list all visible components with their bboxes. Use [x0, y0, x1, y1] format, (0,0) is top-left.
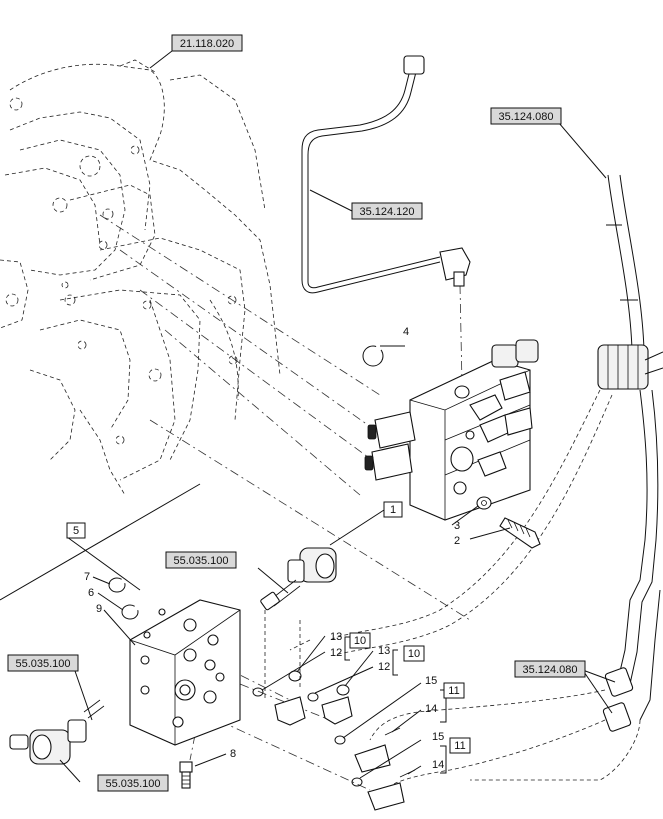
harness-connector-top [403, 55, 425, 75]
o-ring-item-12a [288, 670, 302, 682]
o-ring-item-15b [351, 777, 363, 787]
ref-21-118-020: 21.118.020 [171, 34, 243, 52]
svg-text:11: 11 [448, 685, 459, 697]
callout-item-2: 2 [454, 535, 460, 547]
svg-text:35.124.120: 35.124.120 [359, 206, 414, 218]
callout-item-12b: 12 [378, 661, 390, 673]
svg-text:10: 10 [354, 635, 366, 647]
boxed-item-1: 1 [383, 501, 403, 518]
svg-text:11: 11 [454, 740, 465, 752]
callout-item-3: 3 [454, 520, 460, 532]
o-ring-item-13b [307, 692, 319, 702]
callout-item-13a: 13 [330, 631, 342, 643]
svg-text:10: 10 [408, 648, 420, 660]
callout-item-4: 4 [403, 326, 409, 338]
control-valve-assembly [364, 339, 539, 521]
elbow-fitting-11a [354, 744, 391, 773]
hose-fitting-a [604, 667, 634, 697]
leader-lines [0, 50, 616, 783]
ref-35-124-120: 35.124.120 [351, 202, 423, 220]
valve-port [450, 446, 474, 472]
elbow-fitting-10a [274, 696, 306, 726]
o-ring-item-7 [108, 577, 126, 593]
valve-elbow-fitting-3 [477, 451, 507, 477]
callout-item-6: 6 [88, 587, 94, 599]
o-ring-item-12b [336, 684, 350, 696]
callout-item-9: 9 [96, 603, 102, 615]
svg-text:55.035.100: 55.035.100 [105, 778, 160, 790]
boxed-item-11b: 11 [449, 737, 471, 754]
valve-solenoid-top-1 [491, 344, 519, 368]
callout-item-15b: 15 [432, 731, 444, 743]
chassis-frame [0, 59, 281, 496]
boxed-item-10b: 10 [403, 645, 425, 662]
bolt-item-8 [179, 761, 193, 789]
boxed-item-5: 5 [66, 522, 86, 539]
svg-text:55.035.100: 55.035.100 [15, 658, 70, 670]
boxed-item-10a: 10 [349, 632, 371, 649]
o-ring-item-6 [121, 604, 139, 620]
hose-quick-coupler [597, 344, 649, 390]
valve-solenoid-top-2 [515, 339, 539, 363]
harness-connector-pin [453, 271, 465, 287]
callout-item-7: 7 [84, 571, 90, 583]
valve-solenoid-left-2 [371, 443, 413, 481]
solenoid-lower [9, 699, 105, 765]
auxiliary-valve-block [129, 599, 241, 746]
solenoid-upper [260, 547, 337, 611]
o-ring-item-4 [362, 345, 384, 367]
hose-fitting-b [602, 702, 632, 732]
washer-item-3 [476, 496, 492, 510]
svg-text:35.124.080: 35.124.080 [498, 111, 553, 123]
callout-item-14b: 14 [432, 759, 444, 771]
callout-item-15a: 15 [425, 675, 437, 687]
elbow-fitting-10b [321, 696, 353, 725]
callout-item-13b: 13 [378, 645, 390, 657]
valve-elbow-fitting-1 [469, 394, 503, 421]
hydraulic-hoses-right [597, 174, 663, 732]
callout-item-14a: 14 [425, 703, 437, 715]
svg-text:55.035.100: 55.035.100 [173, 555, 228, 567]
boxed-item-11a: 11 [443, 682, 465, 699]
ref-35-124-080-bottom: 35.124.080 [514, 660, 586, 678]
svg-text:5: 5 [73, 525, 79, 537]
o-ring-item-13a [252, 687, 264, 697]
callout-item-8: 8 [230, 748, 236, 760]
ref-55-035-100-left-bottom: 55.035.100 [97, 774, 169, 792]
ref-35-124-080-top: 35.124.080 [490, 107, 562, 125]
svg-text:1: 1 [390, 504, 396, 516]
elbow-fitting-11b [367, 782, 405, 811]
bolt-item-2 [499, 517, 541, 549]
o-ring-item-15a [334, 735, 346, 745]
valve-solenoid-left-1 [374, 411, 416, 449]
svg-text:35.124.080: 35.124.080 [522, 664, 577, 676]
wiring-harness [301, 55, 471, 294]
callout-item-12a: 12 [330, 647, 342, 659]
svg-text:21.118.020: 21.118.020 [180, 38, 234, 50]
hose-routes-dashed [289, 389, 641, 791]
ref-55-035-100-center: 55.035.100 [165, 551, 237, 569]
ref-55-035-100-left-top: 55.035.100 [7, 654, 79, 672]
